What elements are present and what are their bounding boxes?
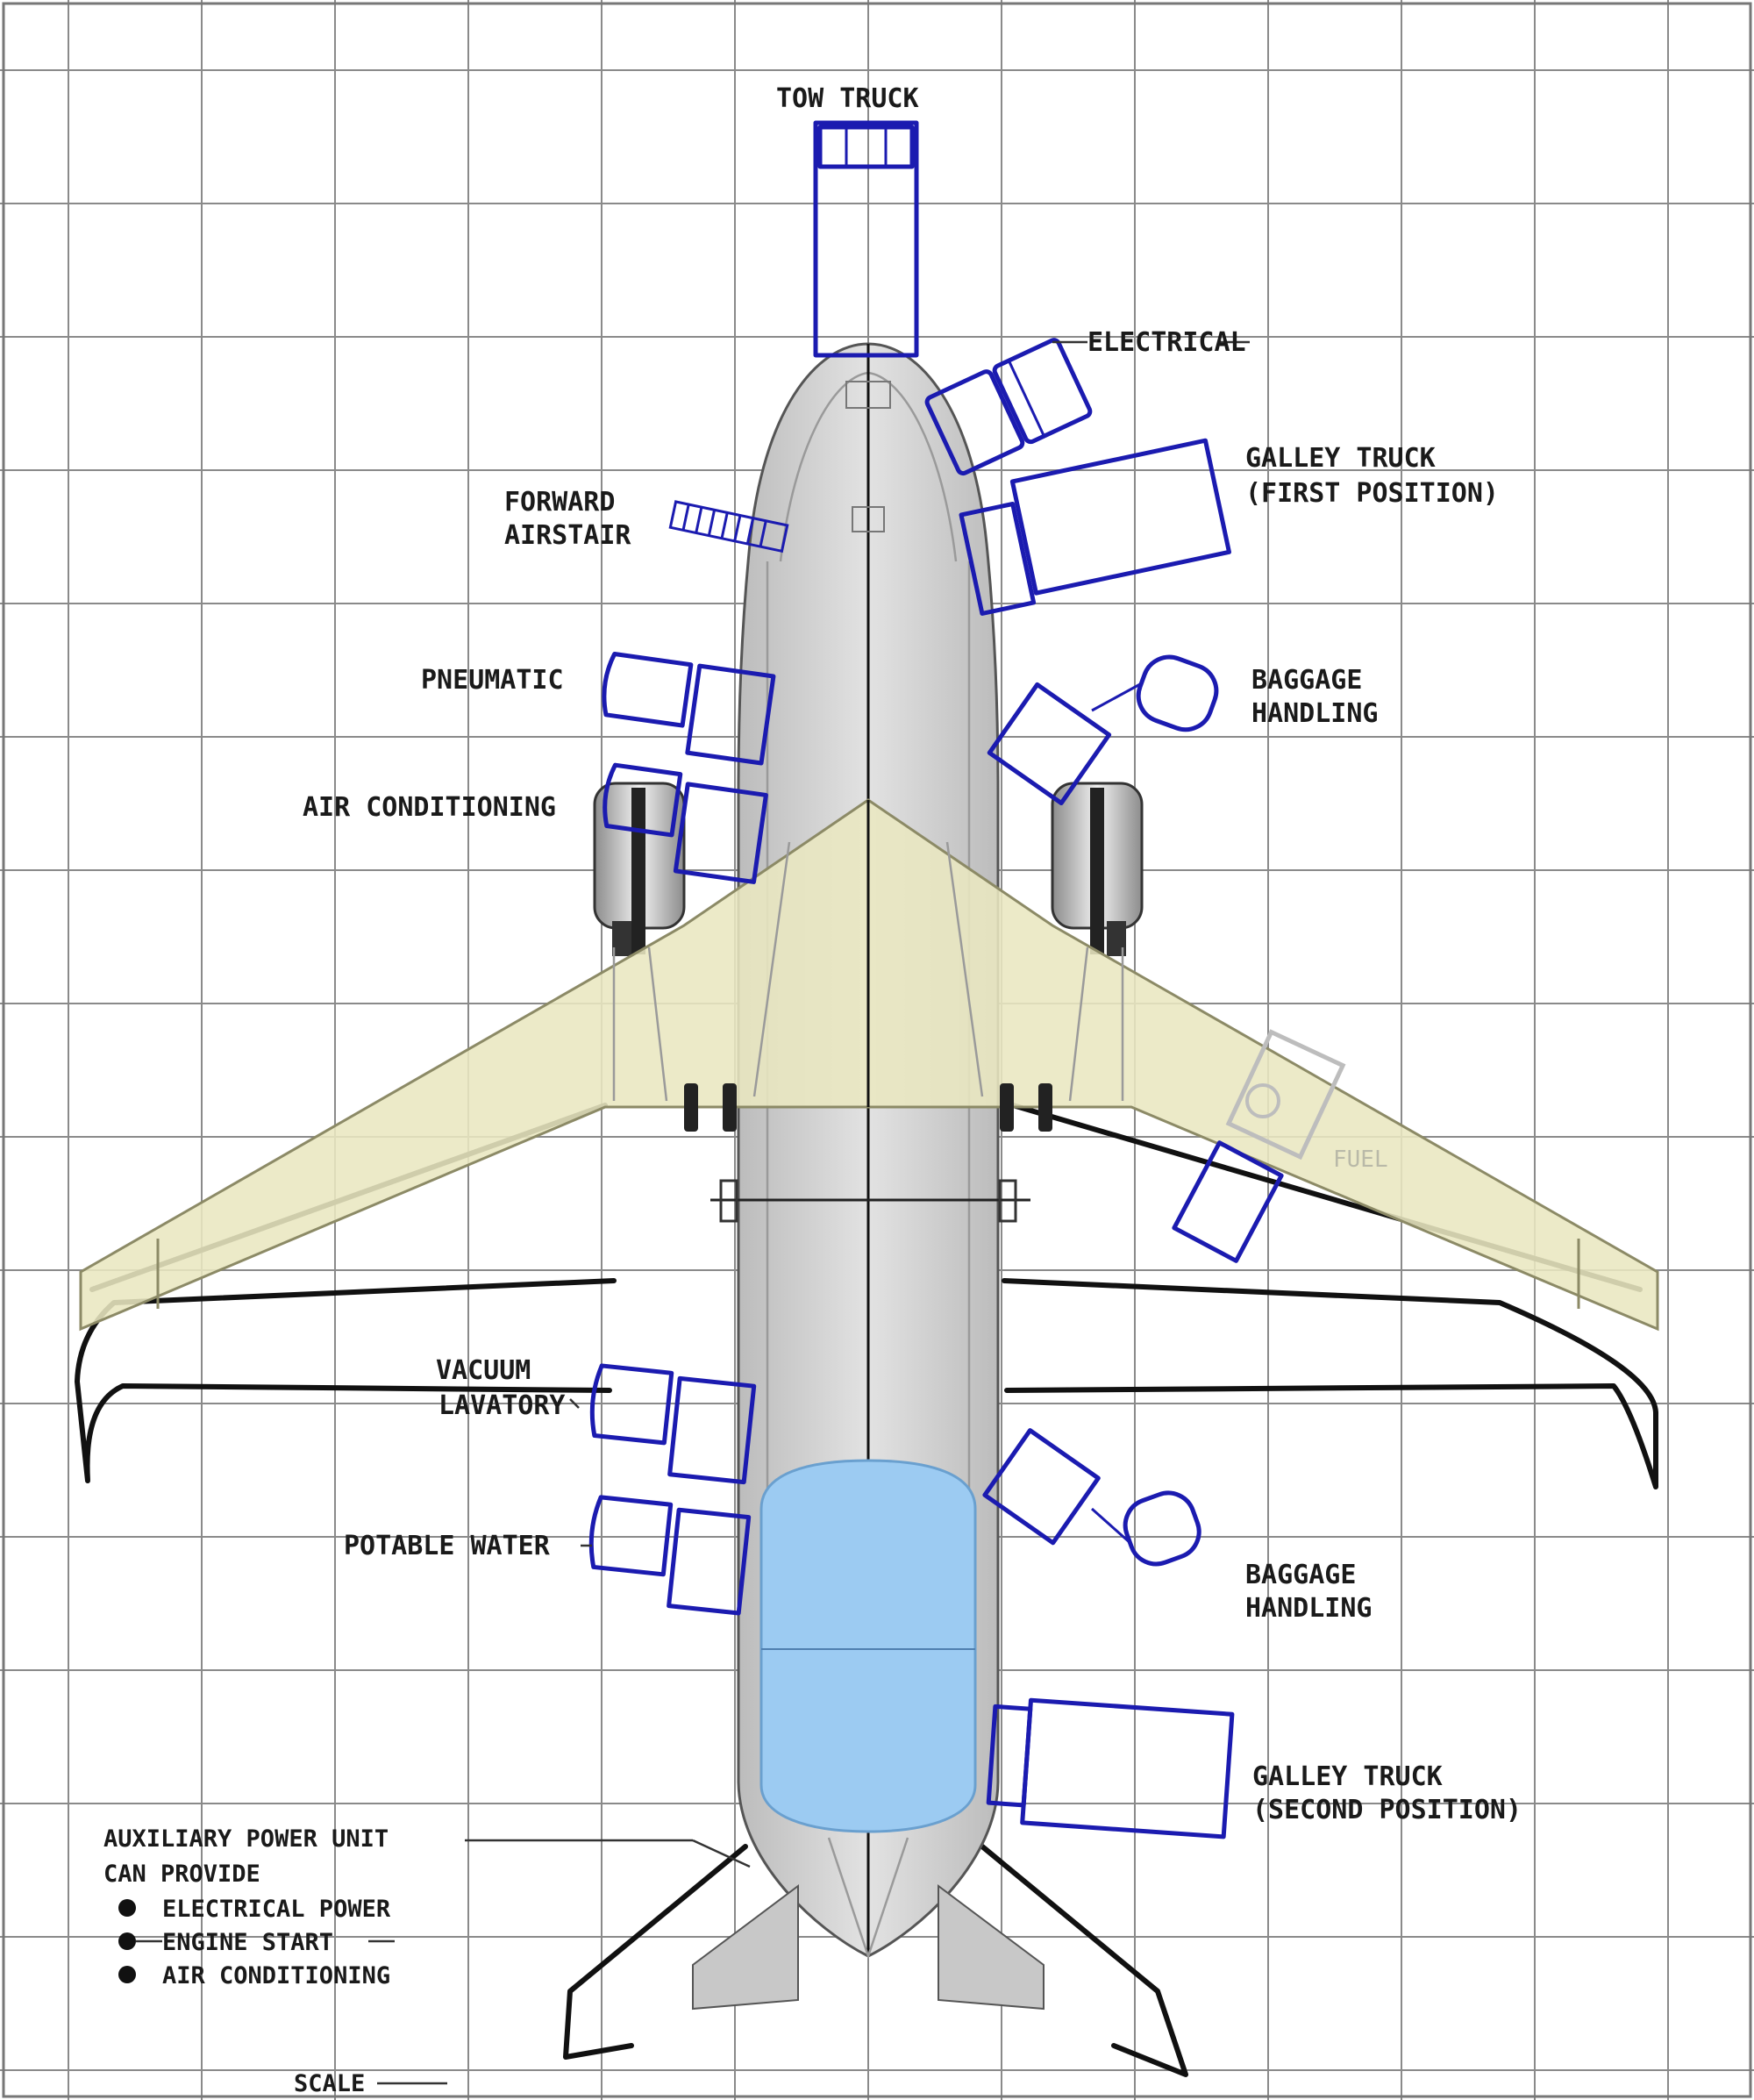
label-apu-item-2: ENGINE START [162, 1929, 333, 1956]
labels: TOW TRUCK ELECTRICAL GALLEY TRUCK (FIRST… [103, 83, 1522, 2097]
main-wing [79, 798, 1659, 1332]
label-tow-truck: TOW TRUCK [776, 83, 919, 114]
label-air-conditioning: AIR CONDITIONING [303, 792, 556, 823]
main-landing-gear [684, 1083, 1052, 1132]
bullet-icon [118, 1932, 136, 1950]
tow-truck-vehicle [813, 120, 919, 358]
label-baggage-handling-aft-1: BAGGAGE [1245, 1560, 1356, 1590]
forward-airstair [668, 500, 789, 554]
potable-water-cart [588, 1495, 752, 1616]
label-forward-airstair-2: AIRSTAIR [504, 520, 631, 551]
electrical-cart [924, 338, 1093, 476]
bullet-icon [118, 1899, 136, 1917]
vacuum-lavatory-cart [589, 1363, 757, 1485]
label-apu-item-1: ELECTRICAL POWER [162, 1896, 391, 1923]
baggage-handling-aft [982, 1428, 1201, 1567]
label-apu-2: CAN PROVIDE [103, 1861, 260, 1888]
label-electrical: ELECTRICAL [1087, 327, 1246, 358]
left-engine [593, 782, 686, 956]
label-galley-truck-second-2: (SECOND POSITION) [1252, 1795, 1522, 1825]
galley-truck-second [986, 1697, 1235, 1839]
tail-surfaces [692, 1837, 1045, 2011]
label-vacuum-lavatory-1: VACUUM [436, 1355, 531, 1386]
label-vacuum-lavatory-2: LAVATORY [438, 1390, 566, 1421]
label-fuel: FUEL [1333, 1146, 1388, 1173]
label-forward-airstair-1: FORWARD [504, 487, 615, 518]
baggage-handling-fwd [987, 654, 1219, 806]
galley-truck-first [959, 438, 1231, 616]
label-galley-truck-first-2: (FIRST POSITION) [1245, 478, 1499, 509]
pneumatic-cart [602, 652, 776, 766]
bullet-icon [118, 1966, 136, 1983]
tail-outline [563, 1844, 1188, 2077]
right-engine [1051, 782, 1144, 956]
fuel-truck [1172, 1029, 1346, 1263]
label-apu-item-3: AIR CONDITIONING [162, 1962, 390, 1989]
label-baggage-handling-fwd-1: BAGGAGE [1251, 665, 1362, 696]
label-potable-water: POTABLE WATER [344, 1531, 551, 1561]
label-pneumatic: PNEUMATIC [421, 665, 564, 696]
label-baggage-handling-aft-2: HANDLING [1245, 1593, 1373, 1624]
label-galley-truck-second-1: GALLEY TRUCK [1252, 1761, 1443, 1792]
label-scale: SCALE [294, 2070, 365, 2097]
label-apu-1: AUXILIARY POWER UNIT [103, 1825, 389, 1853]
leader-lines [377, 340, 1250, 2085]
air-conditioning-cart [602, 762, 768, 884]
aft-cargo-zone [759, 1459, 977, 1833]
label-baggage-handling-fwd-2: HANDLING [1251, 698, 1379, 729]
label-galley-truck-first-1: GALLEY TRUCK [1245, 443, 1436, 474]
